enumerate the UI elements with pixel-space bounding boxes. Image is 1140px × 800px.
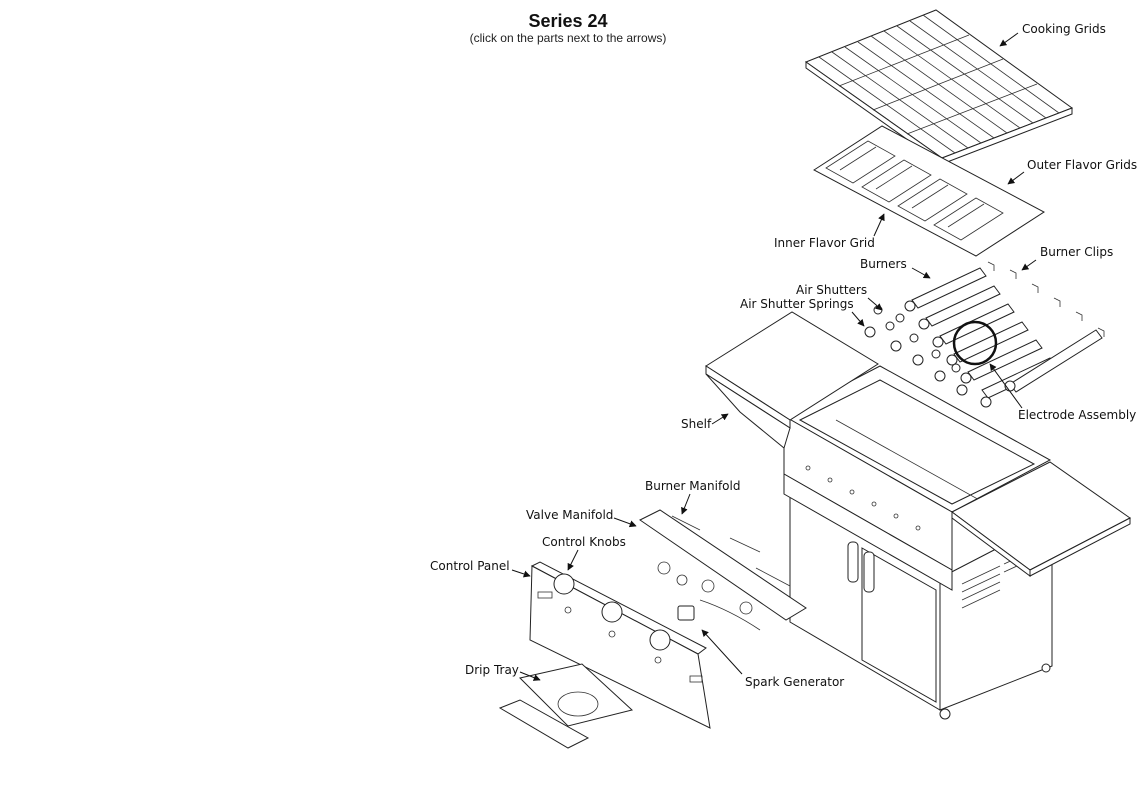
drip-tray-part[interactable] — [498, 663, 634, 749]
cooking-grids-part[interactable] — [804, 9, 1074, 165]
label-cooking-grids[interactable]: Cooking Grids — [1022, 22, 1106, 36]
burner-clips-part[interactable] — [987, 261, 1105, 337]
arrow-burner-manifold — [681, 493, 691, 515]
label-spark-generator[interactable]: Spark Generator — [745, 675, 844, 689]
label-valve-manifold[interactable]: Valve Manifold — [526, 508, 613, 522]
arrow-burner-clips — [1021, 259, 1037, 271]
label-inner-flavor-grid[interactable]: Inner Flavor Grid — [774, 236, 875, 250]
arrow-inner-flavor-grid — [873, 213, 885, 237]
air-shutters-part[interactable] — [864, 305, 992, 408]
label-burner-manifold[interactable]: Burner Manifold — [645, 479, 740, 493]
diagram-subtitle: (click on the parts next to the arrows) — [470, 31, 667, 45]
electrode-assembly-highlight[interactable] — [952, 320, 998, 366]
shelf-part[interactable] — [705, 311, 879, 449]
label-control-panel[interactable]: Control Panel — [430, 559, 510, 573]
label-air-shutters[interactable]: Air Shutters — [796, 283, 867, 297]
arrow-air-shutter-springs — [851, 311, 865, 327]
arrow-drip-tray — [519, 671, 541, 681]
arrow-burners — [911, 267, 931, 279]
label-drip-tray[interactable]: Drip Tray — [465, 663, 519, 677]
arrow-outer-flavor-grids — [1007, 171, 1025, 185]
label-shelf[interactable]: Shelf — [681, 417, 712, 431]
flavor-grids-part[interactable] — [813, 125, 1045, 257]
spark-generator-part[interactable] — [677, 605, 695, 621]
arrow-cooking-grids — [999, 32, 1019, 47]
control-panel-part[interactable] — [529, 561, 711, 729]
arrow-shelf — [711, 413, 729, 425]
arrow-valve-manifold — [613, 517, 637, 528]
label-air-shutter-springs[interactable]: Air Shutter Springs — [740, 297, 854, 311]
arrow-control-knobs — [567, 549, 579, 571]
manifold-part[interactable] — [639, 509, 807, 631]
label-electrode-assembly[interactable]: Electrode Assembly — [1018, 408, 1136, 422]
grill-body — [782, 365, 1131, 720]
arrow-spark-generator — [701, 629, 743, 675]
burners-part[interactable] — [904, 267, 1103, 399]
label-burners[interactable]: Burners — [860, 257, 907, 271]
arrow-control-panel — [511, 569, 531, 578]
arrow-air-shutters — [867, 297, 883, 311]
arrow-electrode-assembly — [989, 363, 1023, 409]
label-control-knobs[interactable]: Control Knobs — [542, 535, 626, 549]
diagram-title: Series 24 — [528, 11, 607, 31]
label-burner-clips[interactable]: Burner Clips — [1040, 245, 1113, 259]
label-outer-flavor-grids[interactable]: Outer Flavor Grids — [1027, 158, 1137, 172]
